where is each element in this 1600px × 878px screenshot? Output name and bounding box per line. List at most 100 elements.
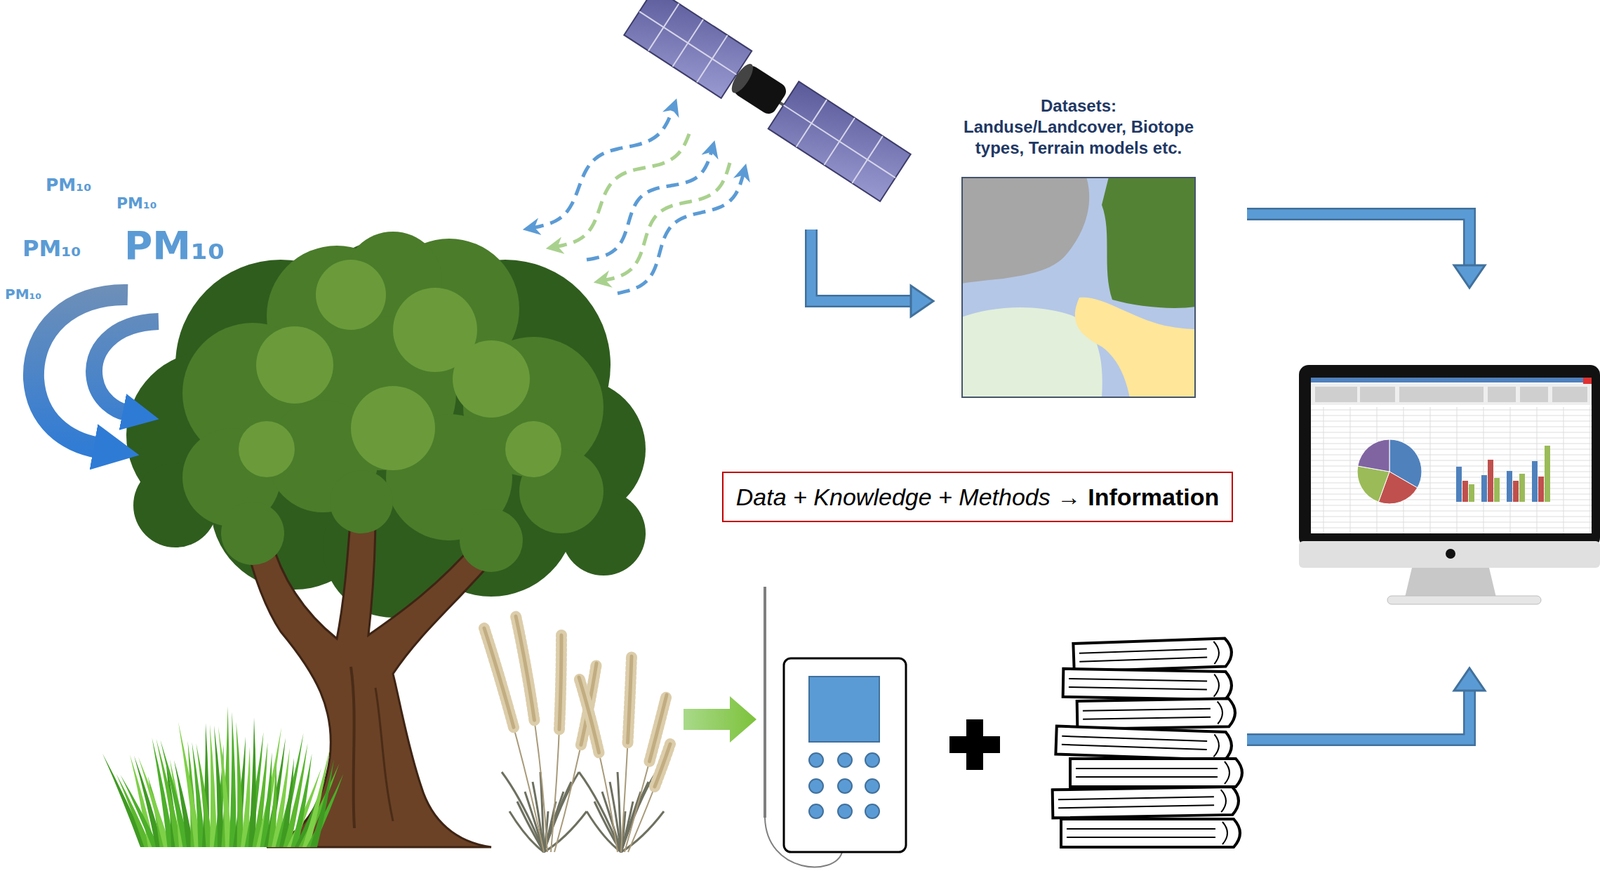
computer-monitor bbox=[1310, 527, 1592, 529]
dataset-heading: Datasets: Landuse/Landcover, Biotope typ… bbox=[961, 95, 1196, 159]
book-stack bbox=[1077, 698, 1236, 730]
tree-trunk bbox=[245, 512, 499, 848]
computer-monitor bbox=[1310, 516, 1592, 518]
tree-canopy bbox=[505, 421, 562, 478]
signal-wave bbox=[586, 148, 713, 260]
computer-monitor bbox=[1360, 386, 1396, 403]
tree-canopy bbox=[315, 259, 386, 330]
satellite bbox=[768, 81, 911, 202]
computer-monitor bbox=[1494, 477, 1500, 502]
curved-arrow bbox=[33, 294, 128, 448]
book-stack bbox=[1079, 656, 1208, 662]
land-cover-map bbox=[1101, 176, 1196, 309]
book-stack bbox=[1077, 698, 1236, 730]
computer-monitor bbox=[1481, 475, 1488, 502]
computer-monitor bbox=[1430, 407, 1431, 534]
satellite bbox=[623, 0, 752, 99]
measuring-device bbox=[764, 586, 906, 867]
book-stack bbox=[1072, 637, 1232, 672]
formula-text: Data + Knowledge + Methods → bbox=[736, 481, 1081, 513]
grass-clump bbox=[248, 717, 257, 848]
computer-monitor bbox=[1357, 439, 1390, 472]
pollutant-label: PM₁₀ bbox=[116, 195, 157, 212]
measuring-device bbox=[865, 804, 880, 819]
tree-canopy bbox=[126, 231, 646, 618]
computer-monitor bbox=[1310, 505, 1592, 506]
measuring-device bbox=[837, 778, 852, 793]
computer-monitor bbox=[1310, 437, 1592, 439]
tree-canopy bbox=[238, 421, 295, 478]
computer-monitor bbox=[1298, 364, 1600, 605]
computer-monitor bbox=[1487, 459, 1494, 502]
computer-monitor bbox=[1512, 480, 1519, 502]
book-stack bbox=[1066, 836, 1216, 838]
book-stack bbox=[1052, 786, 1240, 819]
signal-wave bbox=[531, 106, 744, 294]
computer-monitor bbox=[1445, 548, 1456, 559]
book-stack bbox=[1082, 708, 1211, 711]
tree-trunk bbox=[350, 666, 355, 829]
computer-monitor bbox=[1310, 377, 1592, 383]
computer-monitor bbox=[1506, 470, 1513, 502]
computer-monitor bbox=[1456, 466, 1462, 502]
book-stack bbox=[1052, 786, 1240, 819]
pampas-grass bbox=[484, 628, 544, 852]
pampas-grass bbox=[621, 656, 632, 852]
computer-monitor bbox=[1357, 465, 1390, 502]
tree-canopy bbox=[329, 470, 393, 534]
computer-monitor bbox=[1310, 421, 1592, 422]
signal-wave bbox=[617, 171, 744, 294]
computer-monitor bbox=[1483, 407, 1485, 534]
pampas-grass bbox=[578, 677, 599, 753]
book-stack bbox=[1068, 678, 1208, 681]
grass-clump bbox=[102, 705, 344, 848]
tree-trunk bbox=[245, 512, 499, 848]
measuring-device bbox=[809, 778, 824, 793]
book-stack bbox=[1213, 641, 1219, 664]
signal-wave bbox=[602, 162, 730, 281]
measuring-device bbox=[809, 676, 880, 742]
computer-monitor bbox=[1310, 510, 1592, 512]
formula-result: Information bbox=[1087, 481, 1219, 513]
flow-arrow bbox=[811, 229, 911, 302]
tree-canopy bbox=[459, 508, 523, 572]
computer-monitor bbox=[1310, 432, 1592, 433]
computer-monitor bbox=[1350, 407, 1351, 534]
computer-monitor bbox=[1315, 386, 1358, 403]
book-stack bbox=[1082, 717, 1211, 720]
computer-monitor bbox=[1310, 522, 1592, 523]
book-stack bbox=[1068, 687, 1208, 690]
pampas-grass bbox=[559, 635, 562, 730]
flow-arrow bbox=[811, 229, 911, 302]
pampas-grass bbox=[627, 656, 632, 743]
book-stack bbox=[1070, 758, 1243, 787]
computer-monitor bbox=[1310, 443, 1592, 445]
flow-arrow bbox=[910, 285, 934, 317]
book-stack bbox=[1221, 789, 1227, 812]
pollutant-label: PM₁₀ bbox=[4, 286, 42, 302]
pampas-grass bbox=[578, 677, 618, 852]
measuring-device bbox=[809, 752, 824, 768]
land-cover-map bbox=[961, 176, 1090, 284]
pampas-grass bbox=[654, 743, 671, 787]
computer-monitor bbox=[1510, 407, 1511, 534]
book-stack bbox=[1055, 726, 1232, 761]
grass-clump bbox=[229, 711, 237, 848]
book-stack bbox=[1063, 668, 1233, 700]
book-stack bbox=[1066, 828, 1216, 830]
book-stack bbox=[1061, 736, 1208, 742]
computer-monitor bbox=[1531, 461, 1538, 502]
flow-arrow bbox=[1247, 214, 1470, 266]
tree-canopy bbox=[221, 501, 285, 565]
map-panel: Datasets: Landuse/Landcover, Biotope typ… bbox=[961, 95, 1196, 398]
satellite bbox=[783, 105, 896, 178]
pampas-grass bbox=[554, 663, 597, 852]
measuring-device bbox=[837, 804, 852, 819]
grass-clump bbox=[236, 722, 245, 848]
land-cover-map bbox=[961, 176, 1196, 398]
pollutant-label: PM₁₀ bbox=[22, 236, 81, 262]
land-cover-map bbox=[962, 177, 1196, 398]
computer-monitor bbox=[1387, 595, 1542, 605]
computer-monitor bbox=[1404, 567, 1497, 598]
